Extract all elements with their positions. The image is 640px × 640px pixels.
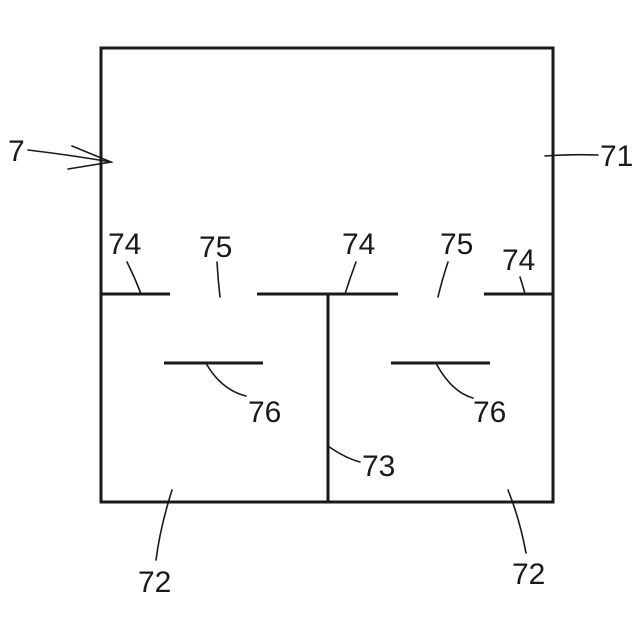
leader-71 [545,155,598,156]
label-divider-wall: 73 [362,450,395,483]
leader-72-right [508,490,526,553]
leader-76-left [207,365,246,396]
label-lower-chamber-right: 72 [512,558,545,591]
leader-75-right [438,262,448,297]
label-partition-center: 74 [342,228,375,261]
label-upper-chamber: 71 [600,140,633,173]
label-partition-right: 74 [502,244,535,277]
label-opening-left: 75 [199,231,232,264]
label-device: 7 [8,135,25,168]
leader-73 [328,446,360,462]
label-baffle-left: 76 [248,396,281,429]
arrow-head-7 [68,146,111,169]
leader-74-left [127,262,141,294]
leader-74-right [520,277,525,294]
label-baffle-right: 76 [473,396,506,429]
label-partition-left: 74 [108,228,141,261]
leader-76-right [437,365,473,398]
label-lower-chamber-left: 72 [138,566,171,599]
label-opening-right: 75 [440,228,473,261]
leader-74-center [345,262,356,294]
leader-75-left [217,262,220,297]
arrow-leader-7 [28,150,111,162]
